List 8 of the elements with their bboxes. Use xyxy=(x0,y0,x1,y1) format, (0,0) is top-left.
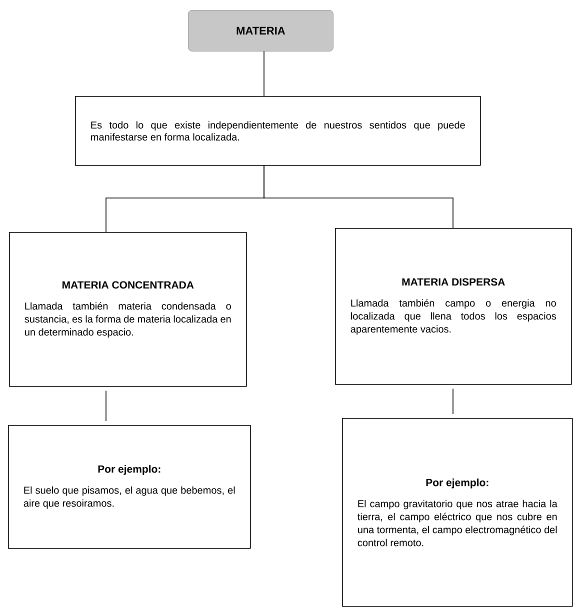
title-box: MATERIA xyxy=(188,10,334,52)
definition-box: Es todo lo que existe independientemente de nuestros sentidos que puede manifestarse en forma localizada. xyxy=(75,96,481,166)
concept-box: MATERIA CONCENTRADA Llamada también materia condensada o sustancia, es la forma de materia localizada en un determinado espacio. xyxy=(9,232,247,387)
connector-line xyxy=(452,388,454,414)
example-box: Por ejemplo: El campo gravitatorio que nos atrae hacia la tierra, el campo eléctrico que nos cubre en una tormenta, el campo electromagnético del control remoto. xyxy=(342,418,573,607)
example-box: Por ejemplo: El suelo que pisamos, el agua que bebemos, el aire que resoiramos. xyxy=(8,425,251,549)
concept-box: MATERIA DISPERSA Llamada también campo o energia no localizada que llena todos los espacios aparentemente vacios. xyxy=(335,228,572,385)
connector-line xyxy=(264,165,454,228)
